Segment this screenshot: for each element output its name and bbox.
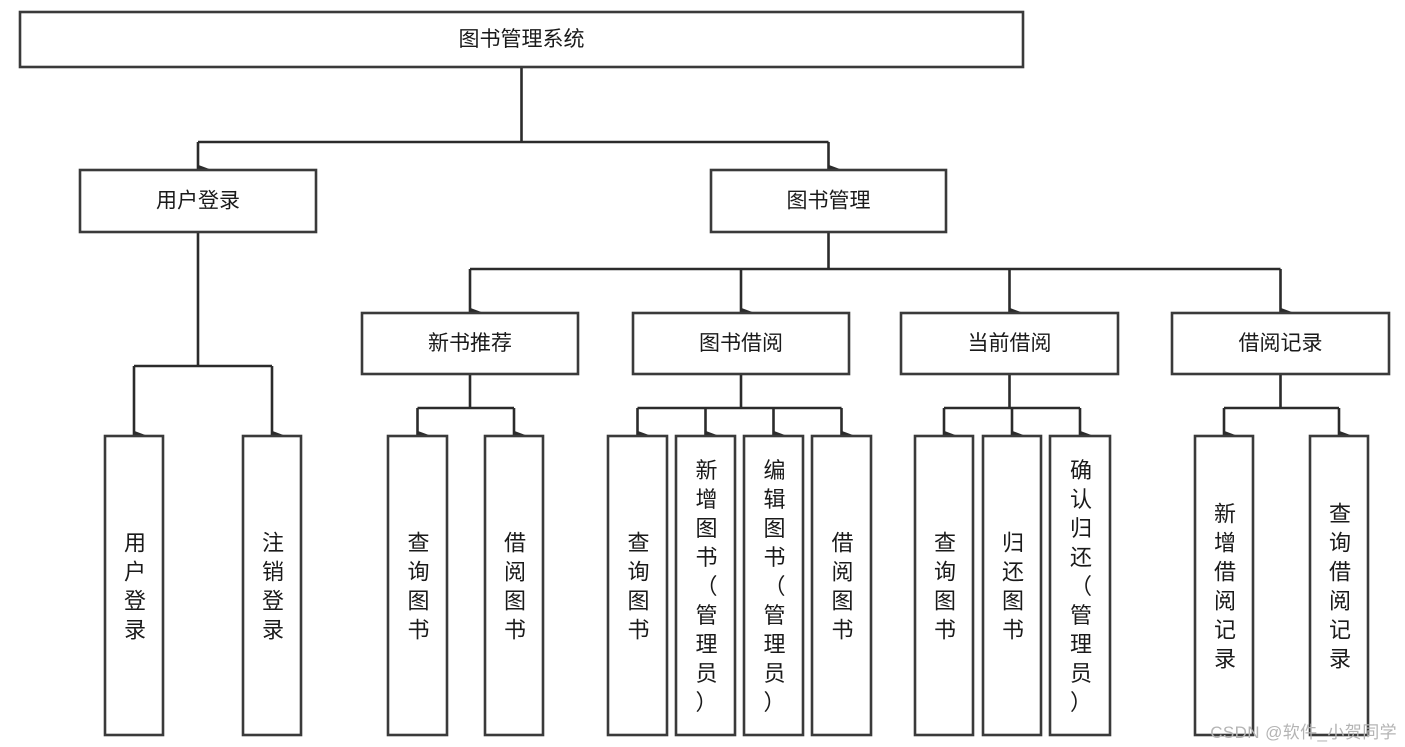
node-n-borrow-record[interactable]: 借阅记录 <box>1170 311 1391 376</box>
node-box[interactable] <box>1308 434 1370 737</box>
node-box[interactable] <box>1193 434 1255 737</box>
node-label: 查询图书 <box>407 531 429 643</box>
node-leaf-bor-query-book[interactable]: 查询图书 <box>606 434 669 737</box>
node-label: 注销登录 <box>262 531 284 643</box>
node-box[interactable] <box>18 10 1025 69</box>
node-label: 用户登录 <box>156 190 240 213</box>
node-label: 图书管理 <box>787 190 871 213</box>
node-label: 新增借阅记录 <box>1214 502 1236 672</box>
node-n-user-login[interactable]: 用户登录 <box>78 168 318 234</box>
node-box[interactable] <box>981 434 1043 737</box>
node-label: 查询借阅记录 <box>1329 502 1351 672</box>
node-box[interactable] <box>386 434 449 737</box>
node-label: 确认归还（管理员） <box>1070 458 1092 715</box>
node-box[interactable] <box>899 311 1120 376</box>
node-box[interactable] <box>742 434 805 737</box>
node-label: 查询图书 <box>934 531 956 643</box>
node-box[interactable] <box>483 434 545 737</box>
node-leaf-cur-query-book[interactable]: 查询图书 <box>913 434 975 737</box>
node-leaf-user-login[interactable]: 用户登录 <box>103 434 165 737</box>
node-box[interactable] <box>674 434 737 737</box>
node-leaf-rrec-add-record[interactable]: 新增借阅记录 <box>1193 434 1255 737</box>
node-leaf-logout[interactable]: 注销登录 <box>241 434 303 737</box>
node-n-book-borrow[interactable]: 图书借阅 <box>631 311 851 376</box>
node-n-current-borrow[interactable]: 当前借阅 <box>899 311 1120 376</box>
node-n-new-book-rec[interactable]: 新书推荐 <box>360 311 580 376</box>
node-box[interactable] <box>606 434 669 737</box>
node-label: 图书管理系统 <box>459 28 585 51</box>
connector-layer <box>132 67 1351 440</box>
node-box[interactable] <box>1170 311 1391 376</box>
node-leaf-rec-borrow-book[interactable]: 借阅图书 <box>483 434 545 737</box>
node-box[interactable] <box>103 434 165 737</box>
node-label: 归还图书 <box>1002 531 1024 643</box>
node-label: 图书借阅 <box>699 332 783 355</box>
node-layer: 图书管理系统用户登录图书管理新书推荐图书借阅当前借阅借阅记录用户登录注销登录查询… <box>18 10 1391 737</box>
node-box[interactable] <box>913 434 975 737</box>
watermark: CSDN @软件_小贺同学 <box>1210 723 1397 742</box>
node-label: 新增图书（管理员） <box>695 458 717 715</box>
node-box[interactable] <box>1048 434 1112 737</box>
node-label: 借阅记录 <box>1239 332 1323 355</box>
node-box[interactable] <box>360 311 580 376</box>
node-box[interactable] <box>709 168 948 234</box>
node-label: 新书推荐 <box>428 332 512 355</box>
node-box[interactable] <box>241 434 303 737</box>
node-label: 借阅图书 <box>504 531 526 643</box>
node-box[interactable] <box>78 168 318 234</box>
node-label: 查询图书 <box>627 531 649 643</box>
node-leaf-bor-edit-book[interactable]: 编辑图书（管理员） <box>742 434 805 737</box>
node-leaf-cur-confirm-return[interactable]: 确认归还（管理员） <box>1048 434 1112 737</box>
node-label: 编辑图书（管理员） <box>763 458 785 715</box>
node-leaf-bor-borrow-book[interactable]: 借阅图书 <box>810 434 873 737</box>
node-leaf-cur-return-book[interactable]: 归还图书 <box>981 434 1043 737</box>
node-n-book-manage[interactable]: 图书管理 <box>709 168 948 234</box>
node-label: 借阅图书 <box>831 531 853 643</box>
node-box[interactable] <box>810 434 873 737</box>
node-leaf-bor-add-book[interactable]: 新增图书（管理员） <box>674 434 737 737</box>
node-label: 用户登录 <box>124 531 146 643</box>
node-box[interactable] <box>631 311 851 376</box>
node-root[interactable]: 图书管理系统 <box>18 10 1025 69</box>
node-leaf-rec-query-book[interactable]: 查询图书 <box>386 434 449 737</box>
node-label: 当前借阅 <box>968 332 1052 355</box>
node-leaf-rrec-query-record[interactable]: 查询借阅记录 <box>1308 434 1370 737</box>
